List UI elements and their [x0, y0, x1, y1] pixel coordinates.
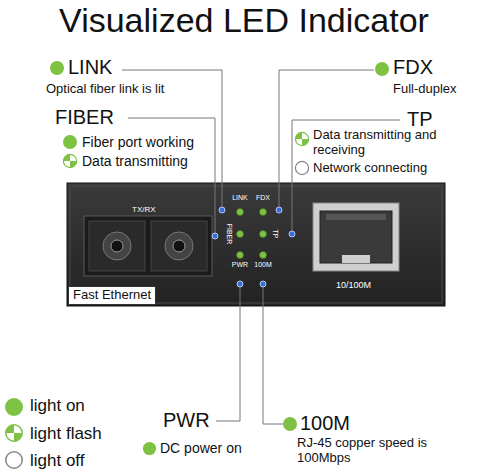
callout-note: Fiber port working: [82, 134, 194, 150]
callout-heading: FDX: [393, 56, 433, 79]
port-label: TX/RX: [132, 205, 156, 214]
callout-heading: LINK: [68, 56, 112, 79]
callout-note: Optical fiber link is lit: [46, 82, 164, 97]
legend-text: light flash: [30, 424, 102, 444]
callout-note: DC power on: [160, 440, 242, 456]
led-label: FDX: [256, 194, 270, 202]
legend-swatch: [5, 398, 23, 416]
model-plate: Fast Ethernet: [68, 286, 156, 305]
led-label: 100M: [254, 261, 272, 269]
callout-heading: 100M: [300, 412, 350, 435]
callout-note: Data transmitting: [82, 153, 188, 169]
callout-heading: FIBER: [55, 106, 114, 129]
led-label: PWR: [232, 261, 248, 269]
status-icon: [6, 61, 389, 468]
callout-note: Full-duplex: [393, 82, 457, 97]
leader-line: [122, 70, 400, 424]
legend-text: light on: [30, 396, 85, 416]
port-label: 10/100M: [336, 280, 371, 290]
fiber-port: [84, 216, 212, 276]
page-title: Visualized LED Indicator: [0, 1, 488, 40]
led-label: LINK: [232, 194, 248, 202]
converter-body: [67, 183, 445, 306]
callout-heading: PWR: [163, 409, 210, 432]
led-label: TP: [270, 230, 278, 239]
rj45-port: [313, 203, 399, 271]
legend-text: light off: [30, 451, 85, 471]
led-label: FIBER: [225, 224, 233, 245]
callout-note: RJ-45 copper speed is 100Mbps: [297, 436, 462, 466]
callout-note: Network connecting: [313, 161, 427, 176]
led: [237, 209, 267, 259]
leader-dot: [212, 207, 295, 287]
callout-note: Data transmitting and receiving: [313, 128, 463, 158]
